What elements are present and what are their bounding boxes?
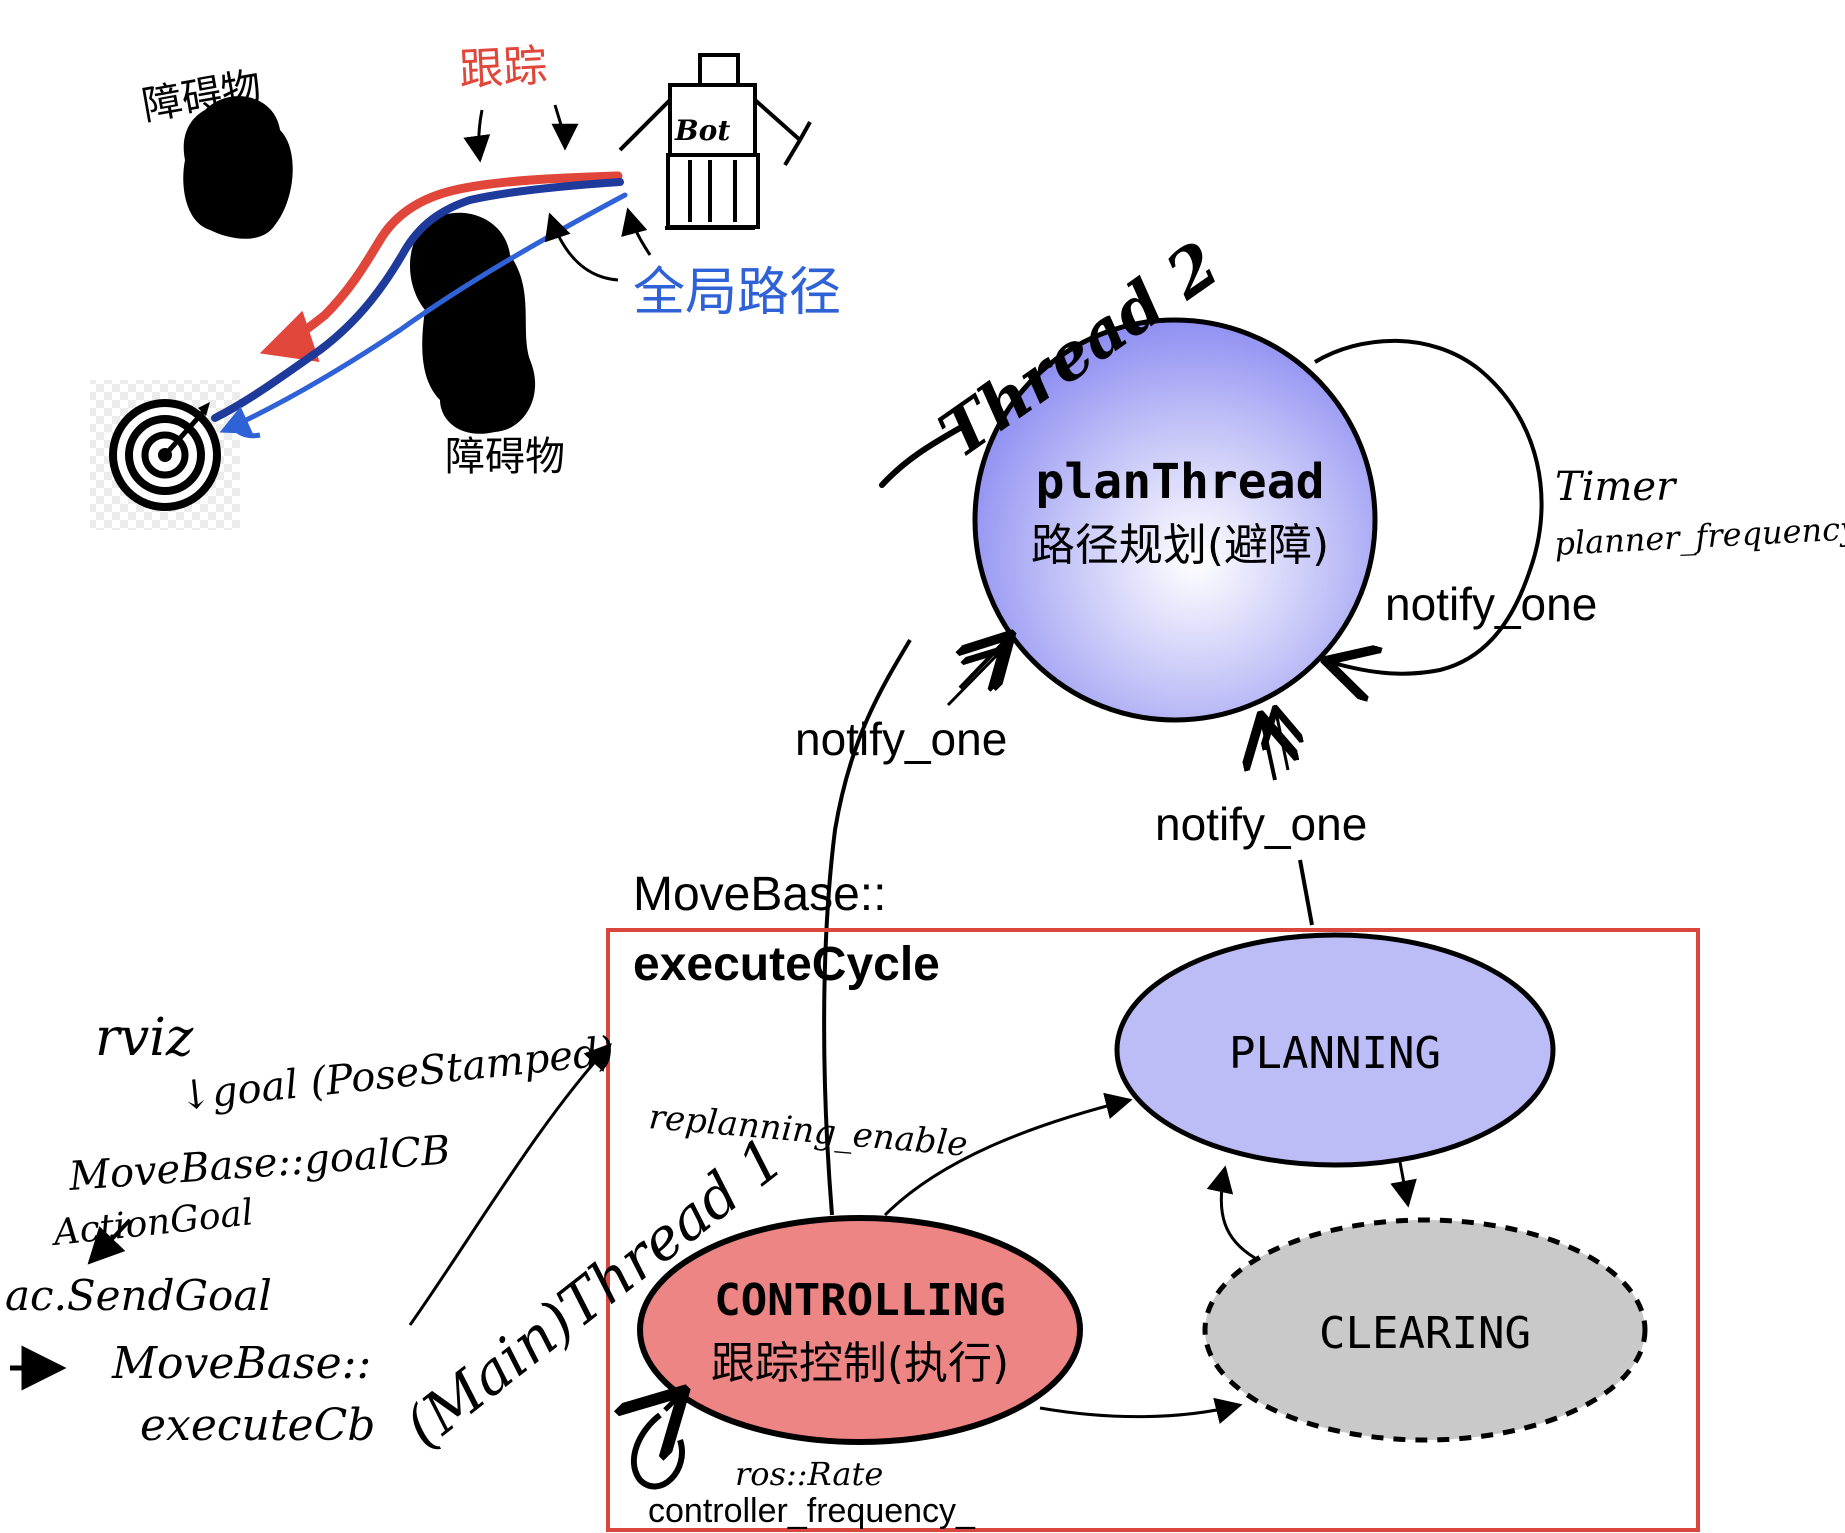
controller-frequency-label: controller_frequency_ (648, 1492, 976, 1530)
controlling-to-plan-arrow-double (946, 652, 1000, 707)
execute-cycle-title-line1: MoveBase:: (633, 868, 886, 921)
action-goal-label: ActionGoal (49, 1192, 256, 1254)
execute-cb-label: executeCb (140, 1400, 375, 1451)
tracking-trajectory (259, 171, 623, 362)
obstacle-top-blob (183, 96, 293, 239)
controlling-self-loop (630, 1412, 685, 1490)
robot-label: Bot (674, 114, 730, 147)
send-goal-label: ac.SendGoal (5, 1271, 272, 1320)
target-icon (109, 399, 221, 511)
controlling-state (637, 1215, 1083, 1445)
obstacle-mid-blob (410, 212, 536, 434)
path-end-hook (228, 423, 261, 439)
local-path-dark (211, 178, 624, 422)
controlling-state-subtitle: 跟踪控制(执行) (711, 1338, 1009, 1389)
goal-cb-label: MoveBase::goalCB (66, 1127, 451, 1200)
plan-thread-circle (972, 317, 1378, 723)
controlling-to-clearing-edge (1039, 1397, 1243, 1424)
global-path-pointer-2 (621, 207, 652, 256)
tracking-arrow-1 (463, 109, 491, 163)
controlling-to-plan-edge (822, 638, 912, 1216)
goal-label: ↓goal (PoseStamped) (176, 1028, 616, 1119)
timer-loop-edge (1313, 338, 1544, 674)
clearing-to-planning-edge (1206, 1165, 1256, 1260)
planning-to-clearing-edge (1390, 1161, 1417, 1208)
controlling-to-plan-arrowhead (960, 638, 1008, 688)
timer-label: Timer (1555, 464, 1678, 510)
planning-state (1114, 932, 1556, 1168)
planning-state-label: PLANNING (1229, 1028, 1441, 1079)
self-notify-label: notify_one (1385, 578, 1597, 630)
obstacle-mid-label: 障碍物 (445, 434, 565, 480)
navigation-sketch: 障碍物 障碍物 跟踪 全局路径 (90, 40, 841, 530)
planning-to-plan-arrow-double (1276, 712, 1288, 771)
timer-param-label: planner_frequency (1553, 509, 1845, 563)
planning-to-plan-arrow (1262, 720, 1275, 781)
execute-cycle-title-line2: executeCycle (633, 938, 940, 991)
global-path-label: 全局路径 (633, 263, 841, 323)
planning-to-plan-edge (1298, 859, 1314, 926)
tracking-label: 跟踪 (458, 40, 549, 96)
clearing-state (1202, 1217, 1648, 1443)
controlling-to-planning-edge (883, 1092, 1133, 1217)
controlling-to-plan-label: notify_one (795, 713, 1007, 765)
controlling-state-title: CONTROLLING (714, 1275, 1005, 1326)
plan-thread-tag-stroke (879, 425, 963, 488)
plan-thread-title: planThread (1036, 454, 1325, 510)
execute-cycle-box (606, 928, 1700, 1532)
move-base-label: MoveBase:: (111, 1338, 371, 1389)
planning-to-plan-label: notify_one (1155, 798, 1367, 850)
robot-icon (618, 53, 812, 230)
replanning-label: replanning_enable (647, 1097, 969, 1165)
global-path-pointer-1 (544, 212, 619, 282)
ros-rate-label: ros::Rate (735, 1455, 883, 1493)
action-goal-arrow (87, 1218, 132, 1265)
plan-thread-node: planThread 路径规划(避障) (972, 317, 1378, 723)
rviz-label: rviz (95, 1008, 194, 1068)
clearing-state-label: CLEARING (1319, 1308, 1531, 1359)
goal-to-executecycle-arrow (408, 1043, 612, 1326)
tracking-arrow-2 (551, 104, 579, 151)
controlling-self-loop-arrow (665, 1395, 680, 1410)
plan-thread-subtitle: 路径规划(避障) (1031, 520, 1329, 571)
